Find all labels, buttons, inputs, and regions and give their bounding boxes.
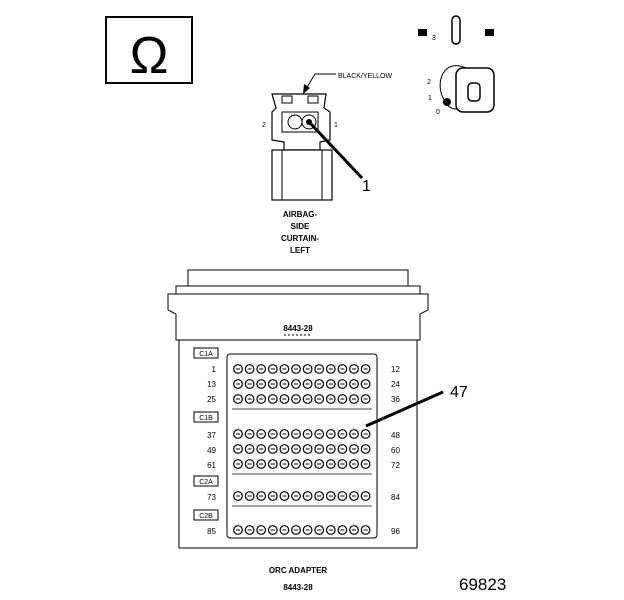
left-pin-85: 85 [207,527,216,536]
adapter-model-bottom: 8443-28 [283,583,313,592]
switch-pointer-icon [443,98,451,106]
tag-c2a: C2A [199,479,213,486]
callout-1: 1 [362,178,371,195]
left-pin-73: 73 [207,493,216,502]
airbag-connector: BLACK/YELLOW 2 1 1 AIRBAG- SIDE CURTAIN-… [262,73,392,255]
connector-tag-c1a: C1A [193,347,219,359]
left-pin-1: 1 [212,365,217,374]
orc-adapter: 8443-28 C1A C1B C2A C2B 1 13 25 37 49 61… [167,269,468,592]
tag-c1b: C1B [199,415,213,422]
wire-color-leader [302,73,336,95]
left-pin-37: 37 [207,431,216,440]
connector-tag-c2a: C2A [193,475,219,487]
left-pin-61: 61 [207,461,216,470]
right-pin-84: 84 [391,493,400,502]
terminal-cavity-frame [281,111,319,133]
right-pin-72: 72 [391,461,400,470]
right-pin-12: 12 [391,365,400,374]
left-pin-13: 13 [207,380,216,389]
key-removed-mark-right [485,29,494,36]
figure-id: 69823 [459,575,506,594]
probe-tip [306,119,312,125]
ign-pos-1: 1 [428,95,432,102]
pin-label-1: 1 [334,122,338,129]
wire-leader-arrow [303,84,310,94]
ign-pos-0: 0 [436,109,440,116]
right-pin-96: 96 [391,527,400,536]
right-pin-36: 36 [391,395,400,404]
ign-pos-3: 3 [432,35,436,42]
ignition-switch-icon: 3 2 1 0 [418,15,495,116]
connector-name-line-3: CURTAIN- [281,234,319,243]
connector-tag-c1b: C1B [193,411,219,423]
left-pin-25: 25 [207,395,216,404]
latch-left [281,95,293,104]
callout-47-leader [365,390,444,428]
terminal-2 [287,114,303,130]
connector-name-line-1: AIRBAG- [283,210,318,219]
right-pin-48: 48 [391,431,400,440]
key-slot [451,15,461,45]
connector-name-line-2: SIDE [291,222,310,231]
key-hole [467,82,481,102]
latch-right [307,95,319,104]
ohmmeter-symbol: Ω [105,16,193,85]
tag-c2b: C2B [199,513,213,520]
right-pin-60: 60 [391,446,400,455]
adapter-model-top: 8443-28 [283,324,313,333]
callout-1-leader [309,122,364,180]
pin-label-2: 2 [262,122,266,129]
callout-47: 47 [450,384,468,401]
wire-boot [271,149,333,201]
connector-name-line-4: LEFT [290,246,310,255]
adapter-title: ORC ADAPTER [269,566,328,575]
right-pin-24: 24 [391,380,400,389]
adapter-top-plug [187,269,409,287]
connector-tag-c2b: C2B [193,509,219,521]
ohm-glyph: Ω [130,27,169,85]
key-removed-mark-left [418,29,427,36]
ign-pos-2: 2 [427,79,431,86]
wire-color-label: BLACK/YELLOW [338,73,392,80]
left-pin-49: 49 [207,446,216,455]
tag-c1a: C1A [199,351,213,358]
pin-rows [232,364,372,535]
ohm-box [105,16,193,84]
